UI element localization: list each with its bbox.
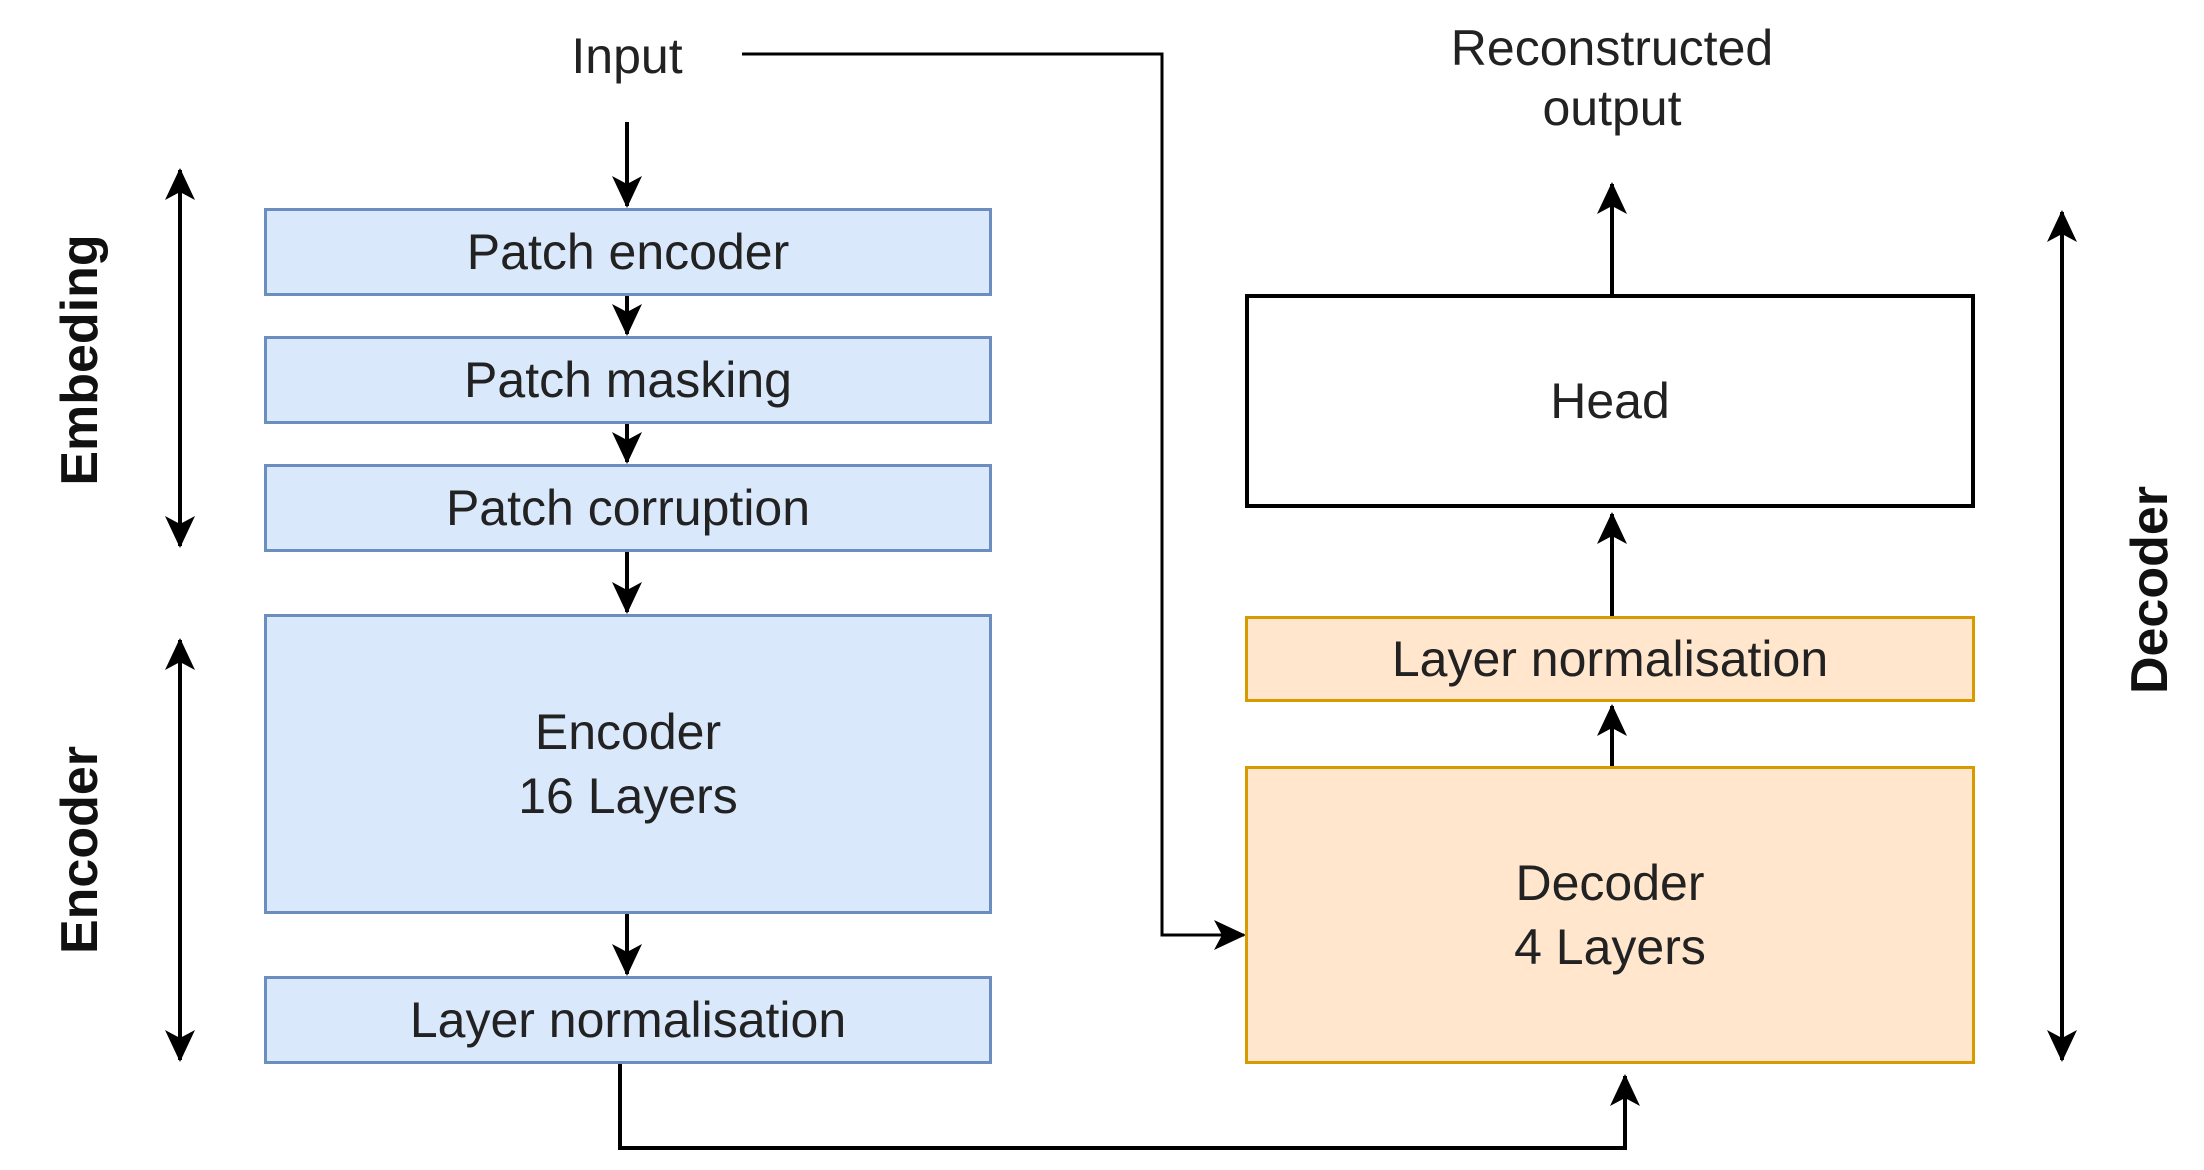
patch-masking-box: Patch masking xyxy=(264,336,992,424)
decoder-layer-norm-box: Layer normalisation xyxy=(1245,616,1975,702)
encoder-title: Encoder xyxy=(534,704,722,760)
decoder-title: Decoder xyxy=(1515,855,1705,911)
output-label-line2: output xyxy=(1542,80,1682,136)
encoder-layer-norm-text: Layer normalisation xyxy=(409,992,847,1048)
head-text: Head xyxy=(1550,373,1670,429)
embedding-side-label: Embeding xyxy=(51,234,109,486)
patch-encoder-text: Patch encoder xyxy=(466,224,790,280)
decoder-layer-norm-text: Layer normalisation xyxy=(1391,631,1829,687)
decoder-layers: 4 Layers xyxy=(1514,919,1706,975)
reconstructed-output-label: Reconstructed output xyxy=(1402,18,1822,138)
decoder-side-label: Decoder xyxy=(2121,485,2179,695)
output-label-line1: Reconstructed xyxy=(1450,20,1774,76)
encoder-layers: 16 Layers xyxy=(518,768,738,824)
patch-encoder-box: Patch encoder xyxy=(264,208,992,296)
patch-corruption-text: Patch corruption xyxy=(445,480,811,536)
arrow-input-skip-to-decoder xyxy=(742,52,1246,950)
encoder-layer-norm-box: Layer normalisation xyxy=(264,976,992,1064)
decoder-box: Decoder 4 Layers xyxy=(1245,766,1975,1064)
patch-masking-text: Patch masking xyxy=(464,352,792,408)
encoder-side-label: Encoder xyxy=(51,745,109,955)
encoder-box: Encoder 16 Layers xyxy=(264,614,992,914)
input-label: Input xyxy=(571,28,683,84)
arrow-encoder-output-to-decoder xyxy=(618,1064,1640,1150)
head-box: Head xyxy=(1245,294,1975,508)
patch-corruption-box: Patch corruption xyxy=(264,464,992,552)
